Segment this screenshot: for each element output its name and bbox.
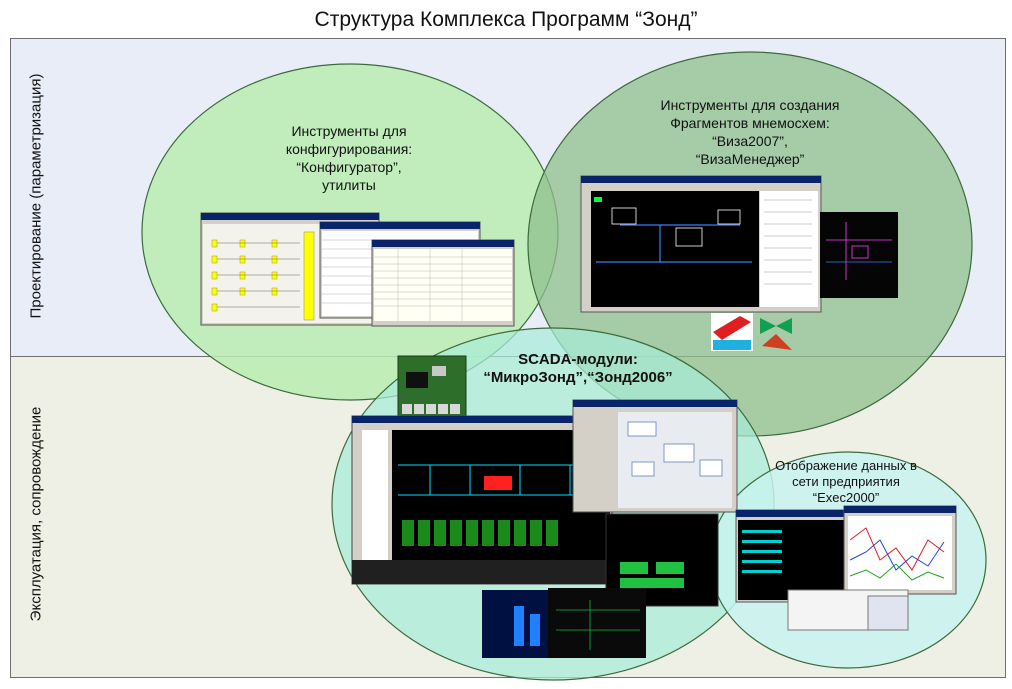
scada-main-screenshot [351, 415, 613, 585]
valve-pipe-icons [711, 313, 792, 351]
parameter-table-screenshot [371, 239, 515, 327]
caption-line: Инструменты для создания [660, 97, 840, 113]
caption-line: SCADA-модули: [518, 351, 638, 368]
caption-line: Инструменты для [291, 123, 407, 139]
mnemo-tools-caption: Инструменты для создания Фрагментов мнем… [622, 96, 878, 168]
scada-small-panels [482, 513, 719, 658]
viza-editor-screenshot [580, 175, 822, 313]
caption-line: сети предприятия [792, 474, 900, 489]
exec-trend-screenshot [843, 505, 957, 595]
exec-table-screenshot [787, 589, 909, 631]
caption-line: конфигурирования: [285, 141, 413, 157]
scada-dialog-screenshot [572, 399, 738, 513]
caption-line: “МикроЗонд”,“Зонд2006” [483, 369, 673, 386]
caption-line: утилиты [322, 177, 376, 193]
caption-line: “Конфигуратор”, [296, 159, 402, 175]
exec-display-caption: Отображение данных в сети предприятия “E… [760, 458, 932, 506]
exec-report-screenshot [735, 509, 851, 603]
caption-line: Отображение данных в [775, 458, 917, 473]
controller-board-photo [397, 355, 467, 419]
config-tools-caption: Инструменты для конфигурирования: “Конфи… [254, 122, 444, 194]
caption-line: “Виза2007”, [712, 133, 788, 149]
page-title: Структура Комплекса Программ “Зонд” [314, 8, 698, 31]
caption-line: “ВизаМенеджер” [695, 151, 805, 167]
scada-modules-caption: SCADA-модули: “МикроЗонд”,“Зонд2006” [458, 351, 698, 387]
caption-line: “Exec2000” [812, 490, 880, 505]
viza-fragment-preview [820, 212, 898, 298]
caption-line: Фрагментов мнемосхем: [670, 115, 830, 131]
